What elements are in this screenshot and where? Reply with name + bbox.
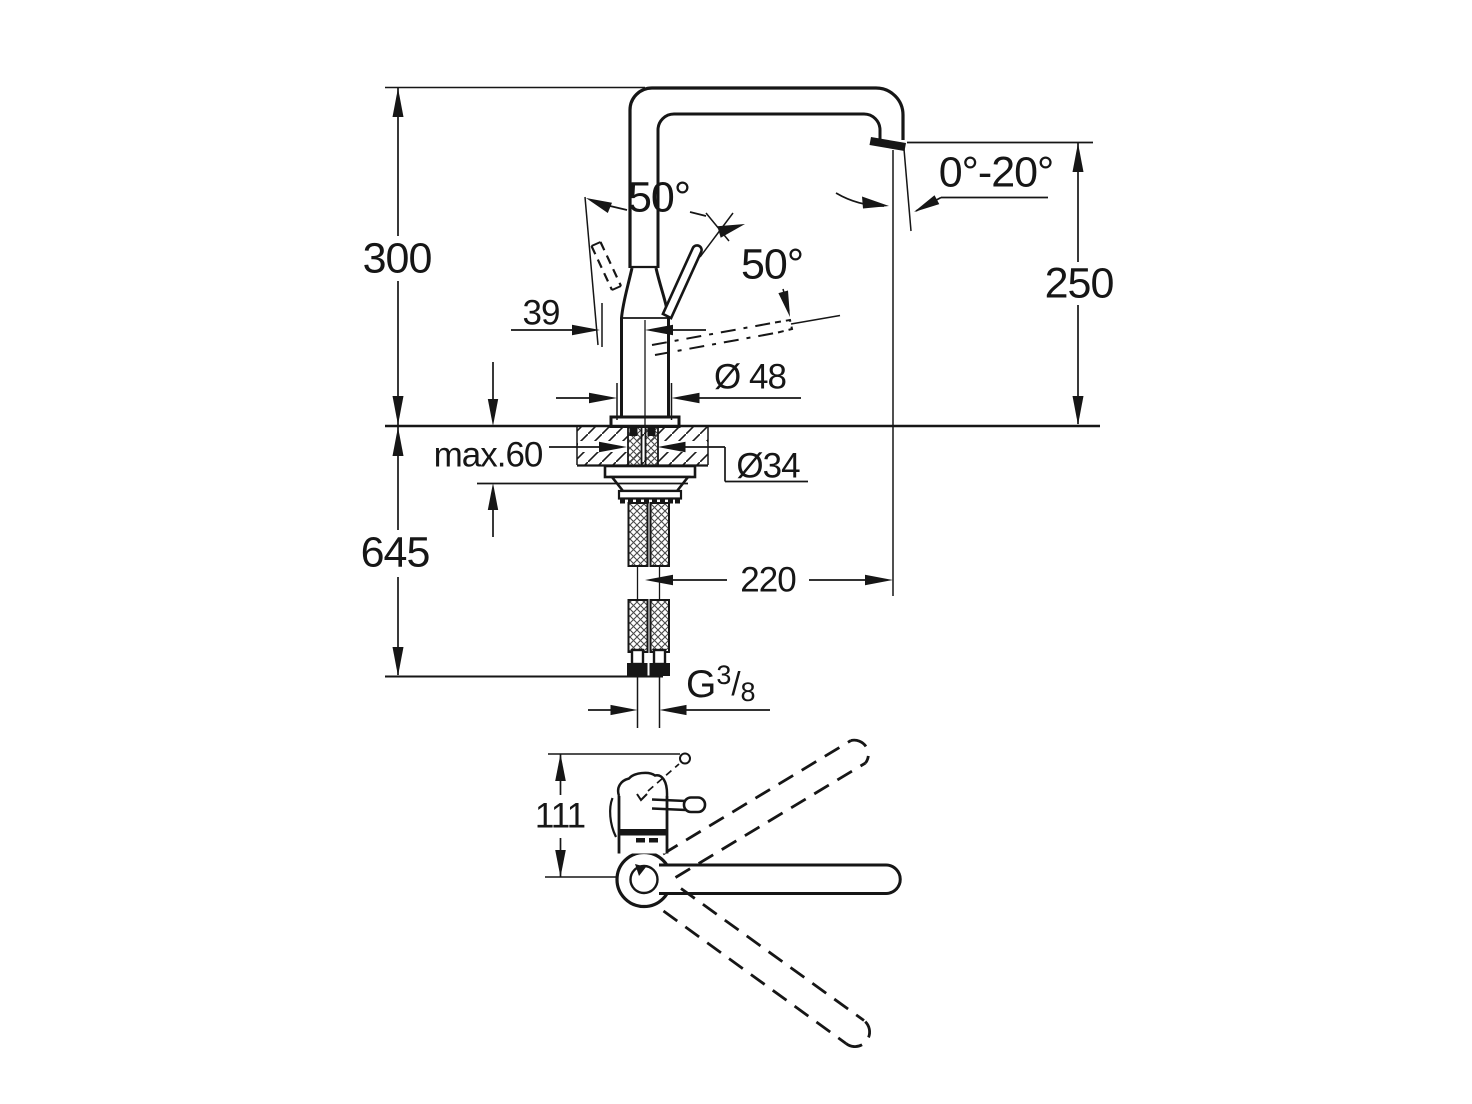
dim-hole-diameter: Ø34	[736, 446, 800, 486]
supply-hoses	[627, 502, 670, 676]
lever-grip	[682, 796, 707, 814]
spout-outline	[628, 86, 905, 268]
dim-thread-size: G3/8	[686, 662, 756, 706]
dim-overall-height: 300	[362, 234, 433, 283]
dimension-lines	[392, 88, 1093, 716]
spout-tilt-annotation	[835, 192, 1048, 212]
handle-positions	[584, 196, 841, 356]
top-view-drawing	[545, 738, 902, 1048]
lock-ring-teeth	[620, 498, 680, 504]
top-view-dimension	[545, 753, 680, 878]
dim-handle-angle-open: 50°	[627, 173, 691, 222]
thread-numerator: 3	[716, 660, 732, 690]
dim-spout-height: 250	[1044, 259, 1115, 308]
thread-letter: G	[686, 663, 717, 706]
mounting-washer	[603, 464, 697, 479]
spout-nozzle	[869, 137, 906, 151]
dim-top-view-height: 111	[534, 796, 586, 836]
dim-hose-length: 645	[360, 528, 431, 577]
dim-spout-tilt-range: 0°-20°	[938, 148, 1054, 197]
spout-swivel-range	[662, 738, 871, 1048]
spout-arm	[659, 863, 902, 895]
dim-body-diameter: Ø 48	[714, 357, 787, 397]
dim-handle-angle-forward: 50°	[740, 240, 804, 289]
dim-handle-offset: 39	[522, 293, 561, 333]
thread-denominator: 8	[740, 677, 756, 707]
front-view-drawing	[385, 86, 1100, 728]
dim-deck-thickness: max.60	[433, 435, 544, 475]
dim-spout-reach: 220	[740, 560, 796, 600]
thread-slash: /	[731, 665, 741, 702]
